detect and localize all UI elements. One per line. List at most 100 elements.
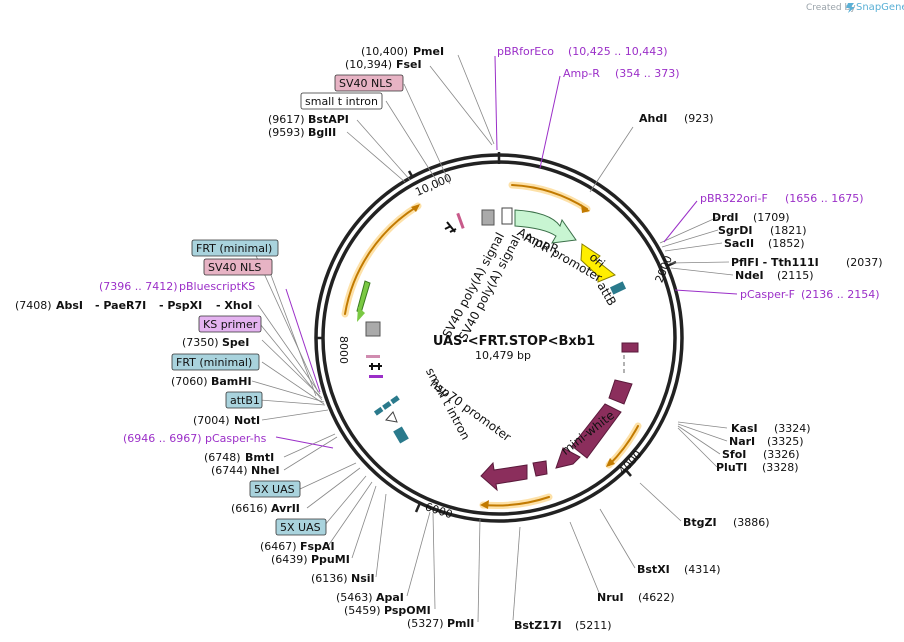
tick-10000: [407, 170, 415, 179]
primer-pbr322ori-name: pBR322ori-F: [700, 192, 768, 205]
tick-4000: [624, 468, 632, 477]
primer-pcasperhs-range: (6946 .. 6967): [123, 432, 202, 445]
box-frt-minimal-lower: FRT (minimal): [176, 356, 252, 369]
primer-pbrforeco-range: (10,425 .. 10,443): [568, 45, 668, 58]
site-fsei-name: FseI: [396, 58, 422, 71]
site-pmli-name: PmlI: [447, 617, 474, 630]
site-sgrdi-pos: (1821): [770, 224, 807, 237]
site-bstapi-name: BstAPI: [308, 113, 349, 126]
leader-lines: [251, 54, 734, 623]
tick-label-8000: 8000: [337, 336, 350, 364]
ampr-promoter-box: [501, 207, 513, 225]
pink-marker-b: [456, 212, 465, 229]
credit-brand: SnapGene: [856, 2, 904, 13]
site-sgrdi-name: SgrDI: [718, 224, 752, 237]
site-pmei-pos: (10,400): [361, 45, 408, 58]
primer-pcasperhs-name: pCasper-hs: [205, 432, 267, 445]
attb-feature-box: [609, 281, 627, 295]
site-drdi-name: DrdI: [712, 211, 739, 224]
primer-ampr-range: (354 .. 373): [615, 67, 680, 80]
boxed-feature-labels: SV40 NLS small t intron FRT (minimal) SV…: [171, 74, 404, 536]
site-pluti-pos: (3328): [762, 461, 799, 474]
snapgene-logo-icon: [846, 3, 855, 13]
site-ndei-pos: (2115): [777, 269, 814, 282]
ori-feature-arrow: [580, 243, 616, 283]
site-noti-pos: (7004): [193, 414, 230, 427]
site-sacii-name: SacII: [724, 237, 754, 250]
site-psppomi-name: PspOMI: [384, 604, 431, 617]
site-drdi-pos: (1709): [753, 211, 790, 224]
primer-pbr322ori-range: (1656 .. 1675): [785, 192, 864, 205]
site-pflfi-pos: (2037): [846, 256, 883, 269]
primer-ampr-name: Amp-R: [563, 67, 600, 80]
box-small-t-intron: small t intron: [305, 95, 378, 108]
green-arrow-icon: [356, 280, 371, 314]
site-bglii-pos: (9593): [268, 126, 305, 139]
site-ndei-name: NdeI: [735, 269, 764, 282]
primer-pbluescriptks-name: pBluescriptKS: [179, 280, 255, 293]
black-site-marker-a: [369, 363, 382, 370]
site-nhei-name: NheI: [251, 464, 280, 477]
site-bstz17i-name: BstZ17I: [514, 619, 562, 632]
site-noti-name: NotI: [234, 414, 260, 427]
site-nsii-pos: (6136): [311, 572, 348, 585]
site-nari-pos: (3325): [767, 435, 804, 448]
site-psppomi-pos: (5459): [344, 604, 381, 617]
site-absi-pos: (7408): [15, 299, 52, 312]
site-absi-name: AbsI: [56, 299, 83, 312]
site-avrii-pos: (6616): [231, 502, 268, 515]
box-ks-primer: KS primer: [203, 318, 258, 331]
box-5x-uas-a: 5X UAS: [254, 483, 295, 496]
small-gray-box: [481, 209, 495, 226]
primer-pbrforeco-name: pBRforEco: [497, 45, 554, 58]
site-bglii-name: BglII: [308, 126, 336, 139]
site-btgzi-name: BtgZI: [683, 516, 717, 529]
site-bstxi-pos: (4314): [684, 563, 721, 576]
left-gray-box: [365, 321, 381, 337]
site-paer7i-name: - PaeR7I: [95, 299, 146, 312]
site-nrui-name: NruI: [597, 591, 624, 604]
box-frt-minimal-top: FRT (minimal): [196, 242, 272, 255]
site-avrii-name: AvrII: [271, 502, 300, 515]
attb-label: attB: [594, 280, 619, 309]
primer-pcasperf-range: (2136 .. 2154): [801, 288, 880, 301]
pink-marker-a: [366, 355, 380, 358]
box-attb1: attB1: [230, 394, 260, 407]
site-bstxi-name: BstXI: [637, 563, 670, 576]
site-kasi-name: KasI: [731, 422, 758, 435]
teal-box-lower: [393, 426, 409, 444]
site-ppumi-name: PpuMI: [311, 553, 350, 566]
primer-labels: pBRforEco (10,425 .. 10,443) Amp-R (354 …: [99, 45, 880, 445]
plasmid-name: UAS-<FRT.STOP<Bxb1: [433, 334, 595, 349]
mini-white-feature: [480, 342, 639, 492]
site-bmti-name: BmtI: [245, 451, 274, 464]
box-5x-uas-b: 5X UAS: [280, 521, 321, 534]
site-bstapi-pos: (9617): [268, 113, 305, 126]
site-spei-pos: (7350): [182, 336, 219, 349]
box-sv40-nls-top: SV40 NLS: [339, 77, 392, 90]
box-sv40-nls-left: SV40 NLS: [208, 261, 261, 274]
site-fsei-pos: (10,394): [345, 58, 392, 71]
site-nrui-pos: (4622): [638, 591, 675, 604]
site-fspai-name: FspAI: [300, 540, 335, 553]
site-btgzi-pos: (3886): [733, 516, 770, 529]
right-enzyme-labels: AhdI (923) DrdI (1709) SgrDI (1821) SacI…: [514, 112, 883, 632]
site-sfoi-name: SfoI: [722, 448, 746, 461]
site-fspai-pos: (6467): [260, 540, 297, 553]
site-sfoi-pos: (3326): [763, 448, 800, 461]
site-bamhi-pos: (7060): [171, 375, 208, 388]
purple-marker: [369, 375, 383, 378]
black-site-marker-b: [444, 221, 457, 233]
site-pflfi-name: PflFI - Tth111I: [731, 256, 819, 269]
primer-pbluescriptks-range: (7396 .. 7412): [99, 280, 178, 293]
site-sacii-pos: (1852): [768, 237, 805, 250]
site-nhei-pos: (6744): [211, 464, 248, 477]
credit-prefix: Created by: [806, 3, 856, 13]
site-bamhi-name: BamHI: [211, 375, 252, 388]
site-pmei-name: PmeI: [413, 45, 444, 58]
site-pspxi-name: - PspXI: [159, 299, 202, 312]
site-ahdi-pos: (923): [684, 112, 714, 125]
site-pmli-pos: (5327): [407, 617, 444, 630]
left-inner-features: [356, 212, 465, 444]
